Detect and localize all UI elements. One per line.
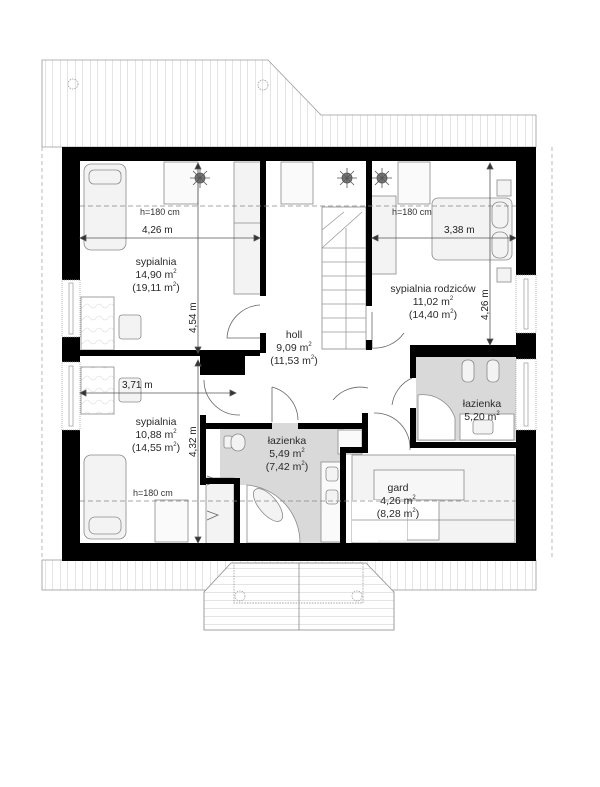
room-label-master-bedroom: sypialnia rodziców 11,02 m2 (14,40 m2) — [390, 283, 475, 322]
room-area-total: (8,28 m2) — [376, 508, 420, 520]
room-area: 4,26 m2 — [380, 495, 416, 507]
dimension-bedroom-2-width: 3,71 m — [122, 380, 153, 391]
dimension-master-bedroom-width: 3,38 m — [444, 225, 475, 236]
room-name: sypialnia — [135, 256, 177, 268]
room-area-total: (19,11 m2) — [132, 282, 180, 294]
height-note-bedroom-1: h=180 cm — [140, 207, 180, 217]
walls — [62, 147, 536, 561]
room-area-total: (14,40 m2) — [408, 309, 458, 321]
dimension-master-bedroom-depth: 4,26 m — [480, 289, 491, 320]
room-area: 10,88 m2 — [135, 429, 177, 441]
room-name: holl — [285, 329, 303, 341]
room-area: 5,49 m2 — [269, 448, 305, 460]
room-area: 5,20 m2 — [464, 411, 500, 423]
room-area: 11,02 m2 — [412, 296, 454, 308]
room-area: 14,90 m2 — [135, 269, 177, 281]
room-area-total: (7,42 m2) — [265, 461, 309, 473]
height-note-bedroom-2: h=180 cm — [133, 488, 173, 498]
room-name: gard — [387, 482, 409, 494]
room-name: sypialnia rodziców — [390, 283, 476, 295]
windows — [61, 274, 537, 431]
room-label-wardrobe: gard 4,26 m2 (8,28 m2) — [377, 482, 419, 521]
room-label-bedroom-1: sypialnia 14,90 m2 (19,11 m2) — [132, 256, 180, 295]
room-name: łazienka — [462, 398, 502, 410]
furniture — [80, 161, 516, 545]
dimension-bedroom-1-depth: 4,54 m — [188, 302, 199, 333]
room-area-total: (14,55 m2) — [131, 442, 181, 454]
door-swings — [203, 304, 413, 521]
dimension-bedroom-1-width: 4,26 m — [142, 225, 173, 236]
room-name: sypialnia — [135, 416, 177, 428]
dimension-lines — [79, 162, 517, 544]
dimension-bedroom-2-depth: 4,32 m — [188, 426, 199, 457]
room-label-hall: holl 9,09 m2 (11,53 m2) — [270, 329, 318, 368]
height-lines — [80, 205, 516, 502]
room-area: 9,09 m2 — [276, 342, 312, 354]
height-note-master-bedroom: h=180 cm — [392, 207, 432, 217]
room-name: łazienka — [267, 435, 307, 447]
room-label-bathroom-2: łazienka 5,20 m2 — [463, 398, 502, 424]
plant-icons — [190, 168, 392, 188]
room-label-bathroom-1: łazienka 5,49 m2 (7,42 m2) — [266, 435, 308, 474]
roof-bottom — [41, 559, 537, 631]
room-area-total: (11,53 m2) — [270, 355, 318, 367]
roof-top — [41, 59, 537, 148]
room-label-bedroom-2: sypialnia 10,88 m2 (14,55 m2) — [132, 416, 180, 455]
